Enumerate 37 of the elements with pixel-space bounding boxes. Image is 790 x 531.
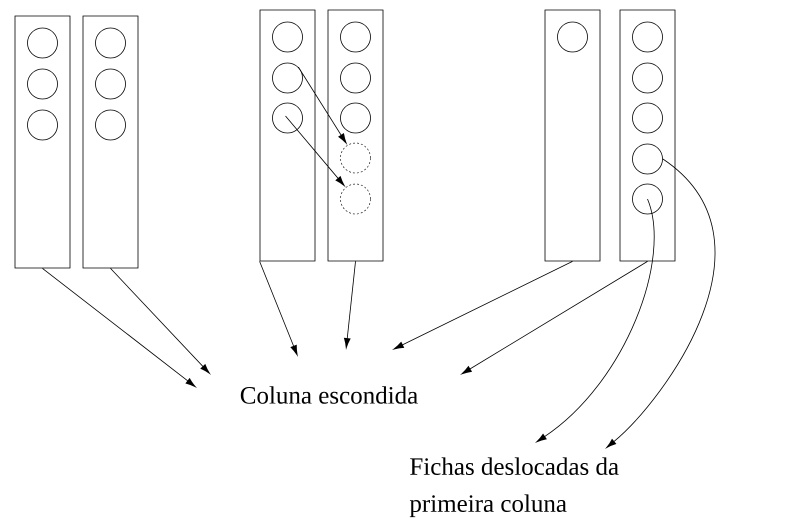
token-circle — [272, 22, 303, 52]
token-circle — [340, 102, 371, 134]
arrow — [461, 261, 648, 374]
token-circle — [632, 22, 663, 52]
label-text: Coluna escondida — [240, 386, 418, 404]
column-box — [328, 10, 384, 262]
dashed-circle — [340, 142, 371, 174]
column-box — [620, 10, 676, 262]
arrow — [285, 116, 345, 186]
arrow — [42, 268, 196, 388]
label-text: Fichas deslocadas da primeira coluna — [410, 457, 619, 518]
column-box — [82, 16, 138, 268]
column-box — [260, 10, 316, 262]
dashed-circle — [340, 184, 371, 214]
token-circle — [95, 28, 126, 58]
arrow — [110, 268, 210, 374]
token-circle — [632, 62, 663, 94]
token-circle — [95, 68, 126, 100]
arrow — [536, 198, 655, 442]
column-box — [14, 16, 70, 268]
token-circle — [272, 62, 303, 94]
token-circle — [557, 22, 588, 52]
token-circle — [632, 184, 663, 214]
arrow — [393, 261, 573, 350]
column-box — [544, 10, 600, 262]
token-circle — [272, 102, 303, 134]
token-circle — [27, 110, 58, 140]
token-circle — [27, 28, 58, 58]
token-circle — [340, 22, 371, 52]
token-circle — [27, 68, 58, 100]
token-circle — [340, 62, 371, 94]
arrow — [344, 261, 356, 348]
token-circle — [632, 144, 663, 174]
arrow — [606, 158, 716, 448]
token-circle — [95, 110, 126, 140]
token-circle — [632, 102, 663, 134]
arrow — [259, 261, 298, 356]
